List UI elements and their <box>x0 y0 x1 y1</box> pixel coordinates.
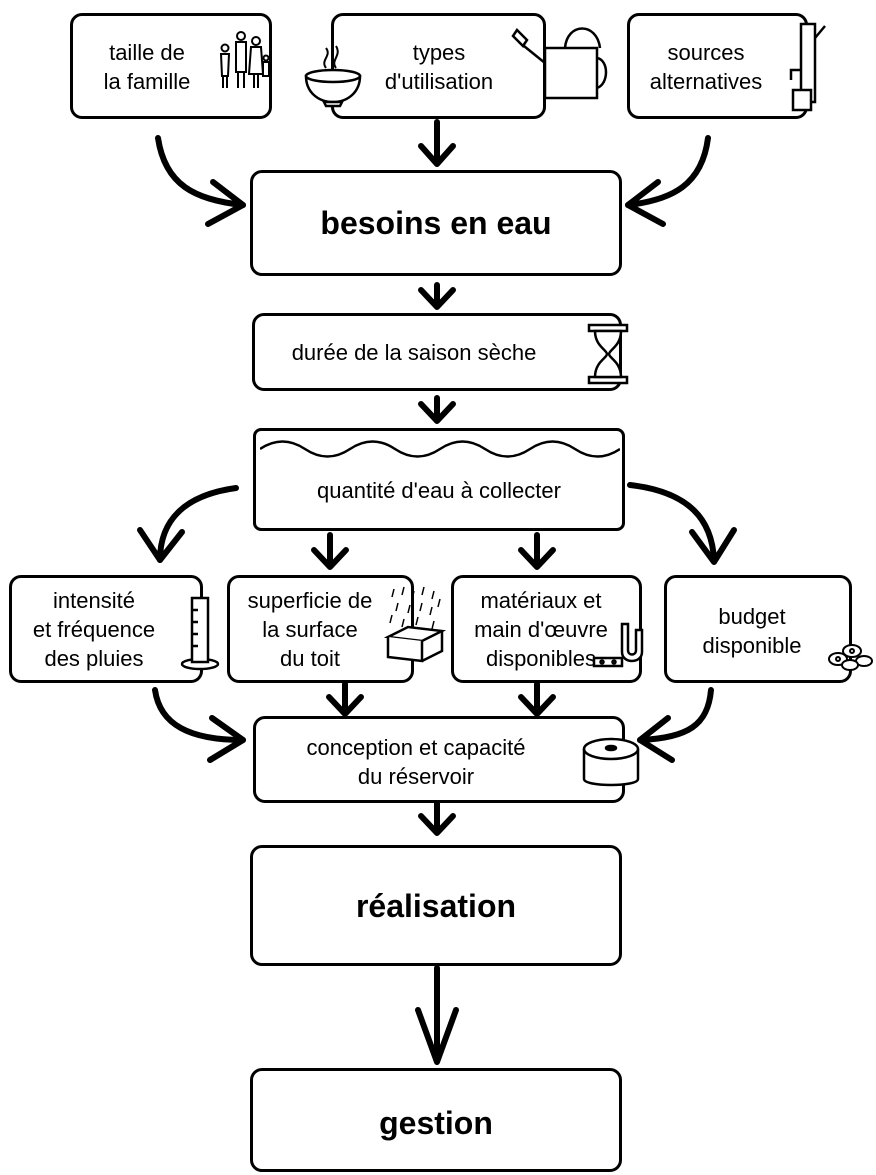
arrow-quantity-to-rainfall <box>157 485 239 563</box>
coins-icon <box>828 644 873 671</box>
watering-can-icon <box>511 27 608 100</box>
bracket-tools-icon <box>592 622 644 668</box>
arrow-dryseason-to-quantity-head <box>418 401 456 424</box>
node-usage-types-line2: d'utilisation <box>384 69 494 94</box>
node-water-needs-label: besoins en eau <box>320 205 552 241</box>
node-alt-sources-line2: alternatives <box>649 69 763 94</box>
node-dry-season-label: durée de la saison sèche <box>291 340 537 365</box>
node-tank-design: conception et capacité du réservoir <box>253 716 625 803</box>
arrow-quantity-to-budget <box>627 482 717 563</box>
rain-gauge-icon <box>180 596 220 671</box>
hand-pump-icon <box>789 22 826 112</box>
node-materials-line3: disponibles <box>485 646 597 671</box>
arrow-rainfall-to-tank-head <box>207 715 246 763</box>
hourglass-icon <box>587 323 629 385</box>
arrow-tank-to-construction-head <box>418 813 456 836</box>
node-roof-area-line2: la surface <box>262 617 358 642</box>
arrow-needs-to-dryseason-head <box>418 287 456 310</box>
node-rainfall: intensité et fréquence des pluies <box>9 575 203 683</box>
node-budget-line1: budget <box>718 604 786 629</box>
arrow-family-to-needs <box>155 135 246 208</box>
node-rainfall-line1: intensité <box>53 588 135 613</box>
node-management: gestion <box>250 1068 622 1172</box>
node-construction-label: réalisation <box>355 888 517 924</box>
node-tank-design-line2: du réservoir <box>357 764 475 789</box>
arrow-sources-to-needs-head <box>625 179 666 227</box>
arrow-family-to-needs-head <box>205 179 246 227</box>
node-materials: matériaux et main d'œuvre disponibles <box>451 575 642 683</box>
node-roof-area: superficie de la surface du toit <box>227 575 414 683</box>
node-quantity: quantité d'eau à collecter <box>253 428 625 531</box>
arrow-sources-to-needs <box>625 135 711 208</box>
node-management-label: gestion <box>379 1105 493 1141</box>
node-budget: budget disponible <box>664 575 852 683</box>
node-family-size-line1: taille de <box>109 40 185 65</box>
node-alt-sources: sources alternatives <box>627 13 808 119</box>
arrow-budget-to-tank-head <box>637 715 675 763</box>
roof-rain-icon <box>384 586 446 663</box>
node-roof-area-line3: du toit <box>280 646 340 671</box>
arrow-budget-to-tank <box>637 687 714 743</box>
arrow-usage-to-needs-head <box>418 143 456 167</box>
node-family-size-line2: la famille <box>103 69 191 94</box>
arrow-quantity-to-materials-head <box>518 547 556 570</box>
tank-icon <box>582 737 640 787</box>
node-rainfall-line2: et fréquence <box>32 617 156 642</box>
bowl-icon <box>304 45 362 108</box>
node-usage-types: types d'utilisation <box>331 13 546 119</box>
node-materials-line2: main d'œuvre <box>474 617 608 642</box>
node-alt-sources-line1: sources <box>667 40 745 65</box>
arrow-quantity-to-roof-head <box>311 547 349 570</box>
arrow-materials-to-tank-head <box>518 694 556 717</box>
node-dry-season: durée de la saison sèche <box>252 313 622 391</box>
arrow-quantity-to-budget-head <box>689 527 737 565</box>
node-budget-line2: disponible <box>702 633 802 658</box>
node-family-size: taille de la famille <box>70 13 272 119</box>
node-construction: réalisation <box>250 845 622 966</box>
arrow-quantity-to-rainfall-head <box>137 527 185 563</box>
node-usage-types-line1: types <box>412 40 466 65</box>
node-roof-area-line1: superficie de <box>247 588 373 613</box>
people-icon <box>219 31 270 88</box>
arrow-construction-to-management-head <box>415 1007 459 1065</box>
arrow-roof-to-tank-head <box>326 694 364 717</box>
node-quantity-label: quantité d'eau à collecter <box>317 478 561 503</box>
node-materials-line1: matériaux et <box>480 588 602 613</box>
node-tank-design-line1: conception et capacité <box>306 735 526 760</box>
water-wave-icon <box>260 440 620 458</box>
node-water-needs: besoins en eau <box>250 170 622 276</box>
node-rainfall-line3: des pluies <box>44 646 144 671</box>
arrow-rainfall-to-tank <box>152 687 246 743</box>
